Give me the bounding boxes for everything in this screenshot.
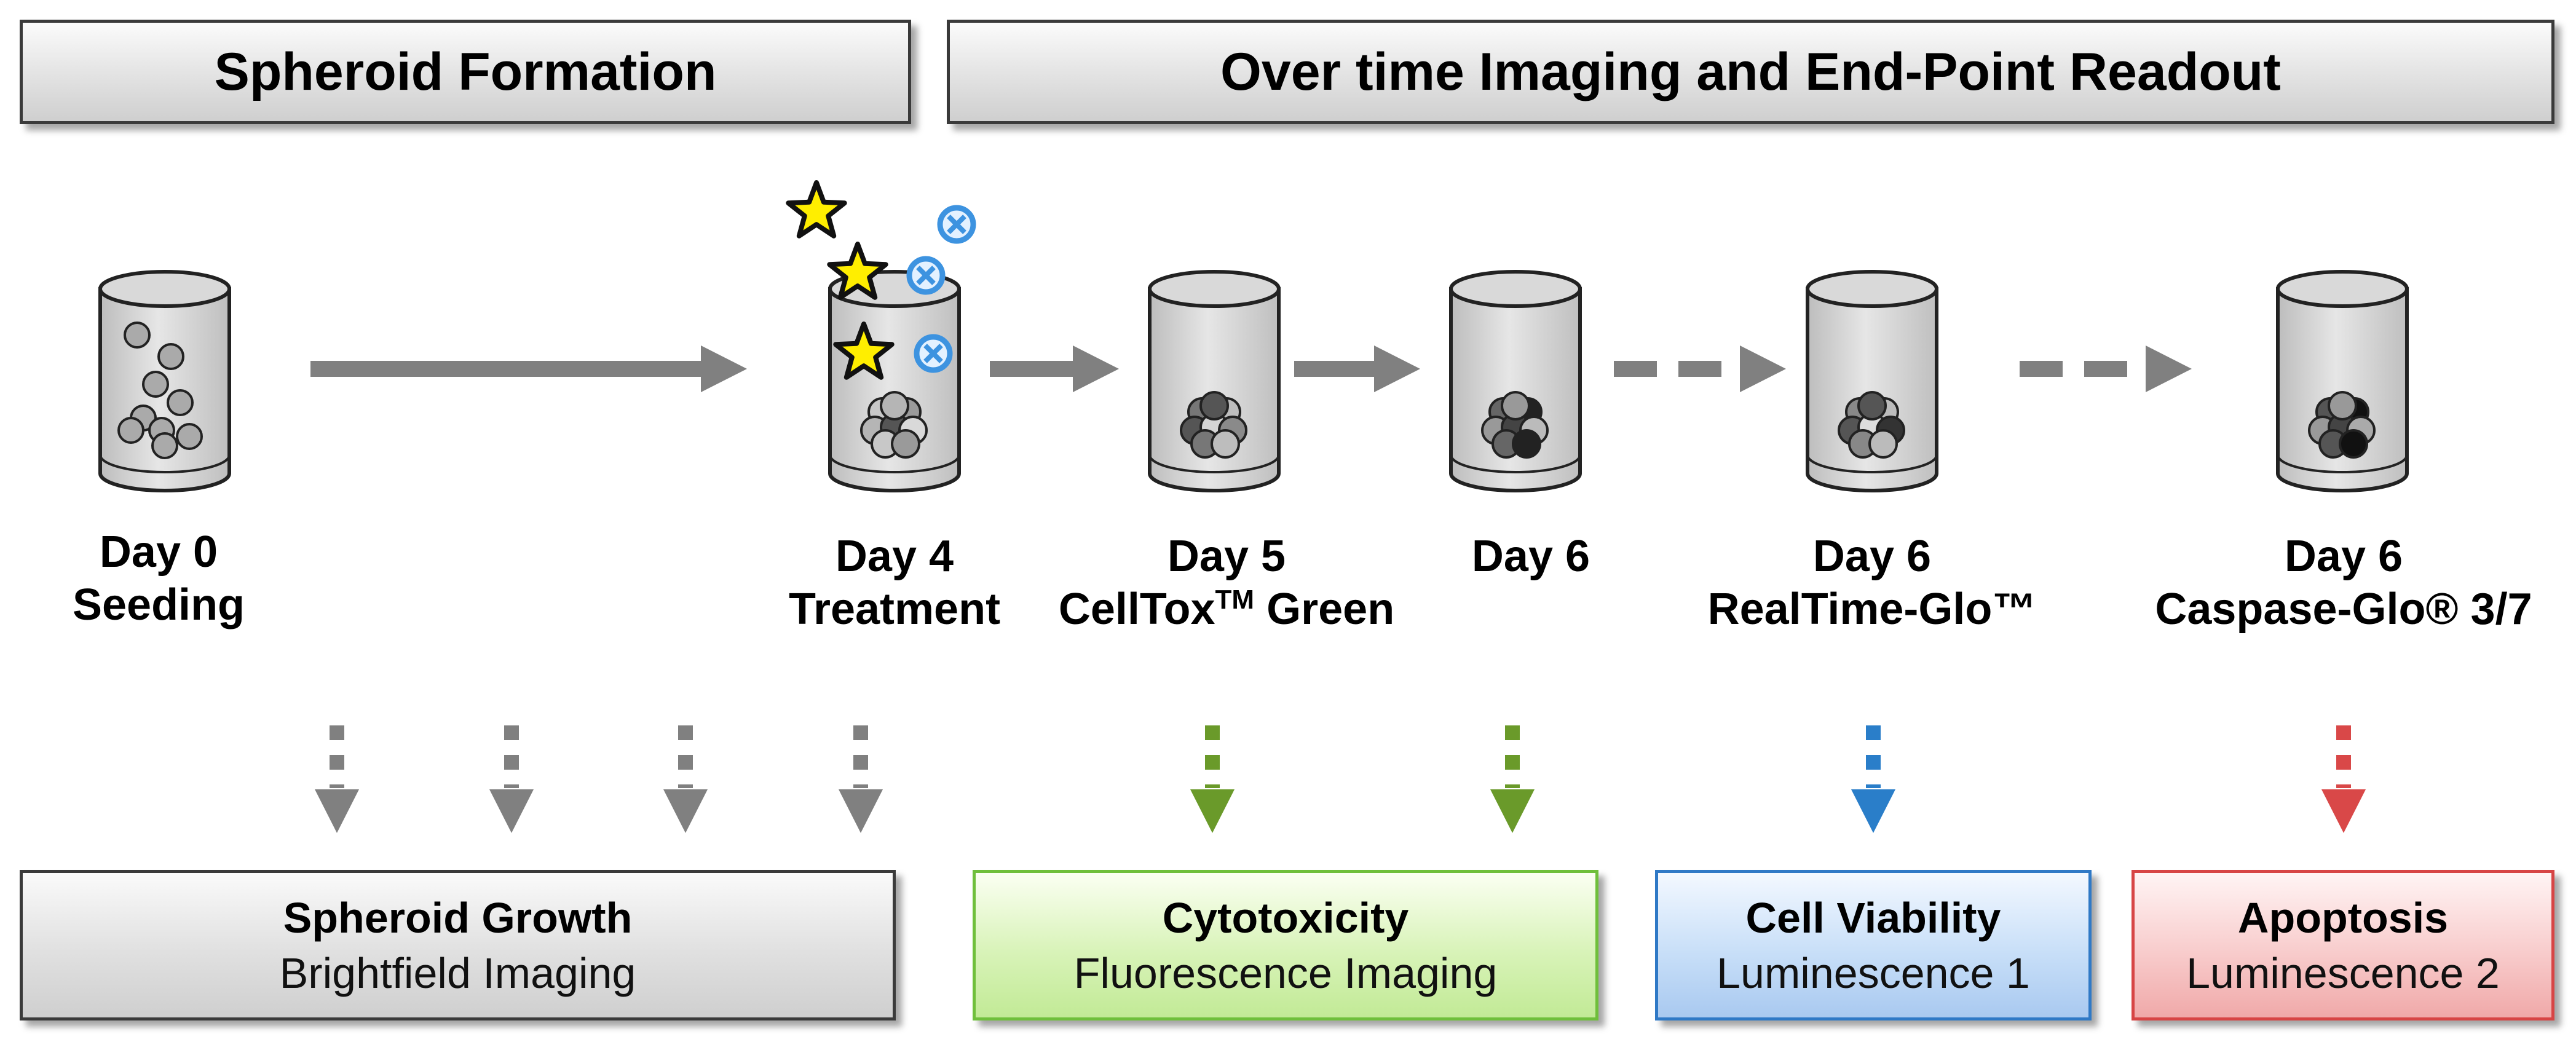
readout-box-cell-viability: Cell Viability Luminescence 1 bbox=[1655, 870, 2092, 1020]
cell-circle bbox=[880, 391, 909, 420]
arrow-icon bbox=[489, 725, 534, 833]
arrow-icon bbox=[1614, 345, 1786, 392]
readout-title: Cell Viability bbox=[1745, 893, 2001, 942]
arrow-icon bbox=[315, 725, 359, 833]
day-label: Day 0 bbox=[99, 527, 218, 577]
day-label: Day 6 bbox=[2284, 532, 2403, 581]
readout-box-spheroid-growth: Spheroid Growth Brightfield Imaging bbox=[20, 870, 896, 1020]
arrow-icon bbox=[839, 725, 883, 833]
timeline-label-day6-imaging: Day 6 bbox=[1472, 530, 1590, 583]
arrow-icon bbox=[2321, 725, 2366, 833]
cell-circle bbox=[1868, 429, 1898, 459]
readout-subtitle: Luminescence 2 bbox=[2186, 949, 2500, 997]
arrow-icon bbox=[1190, 725, 1235, 833]
readout-arrows bbox=[315, 725, 2366, 833]
cell-circle bbox=[157, 343, 184, 370]
star-icon bbox=[786, 180, 847, 239]
readout-title: Cytotoxicity bbox=[1162, 893, 1409, 942]
cell-circle bbox=[1199, 391, 1229, 420]
arrow-icon bbox=[1851, 725, 1895, 833]
readout-box-apoptosis: Apoptosis Luminescence 2 bbox=[2132, 870, 2554, 1020]
well-icon bbox=[828, 270, 961, 492]
arrow-icon bbox=[663, 725, 708, 833]
arrow-icon bbox=[2020, 345, 2192, 392]
header-title: Over time Imaging and End-Point Readout bbox=[1220, 42, 2281, 101]
arrow-icon bbox=[1294, 345, 1420, 392]
readout-title: Spheroid Growth bbox=[283, 893, 633, 942]
day-label: Day 6 bbox=[1812, 532, 1932, 581]
cell-circle bbox=[2328, 391, 2357, 420]
timeline-label-day6-viability: Day 6 RealTime-Glo™ bbox=[1708, 530, 2037, 636]
step-label: Treatment bbox=[788, 585, 1001, 634]
timeline-label-day4: Day 4 Treatment bbox=[789, 530, 1000, 636]
compound-icon bbox=[914, 334, 953, 373]
wells-group bbox=[98, 270, 2409, 492]
day-label: Day 5 bbox=[1167, 532, 1286, 581]
cell-circle bbox=[2339, 429, 2368, 459]
cell-circle bbox=[124, 322, 151, 349]
compound-icon bbox=[906, 256, 946, 295]
step-label: CellToxTM Green bbox=[1058, 585, 1395, 634]
header-title: Spheroid Formation bbox=[214, 42, 717, 101]
treatment-symbols bbox=[786, 180, 976, 380]
well-icon bbox=[1806, 270, 1938, 492]
step-label: Seeding bbox=[72, 580, 245, 630]
cell-circle bbox=[117, 417, 144, 444]
arrow-icon bbox=[310, 345, 747, 392]
readout-subtitle: Luminescence 1 bbox=[1717, 949, 2030, 997]
cell-circle bbox=[167, 389, 194, 416]
well-icon bbox=[98, 270, 231, 492]
timeline-label-day0: Day 0 Seeding bbox=[73, 526, 245, 631]
timeline-arrows bbox=[310, 345, 2192, 392]
cell-circle bbox=[1857, 391, 1887, 420]
well-icon bbox=[2276, 270, 2409, 492]
cell-circle bbox=[142, 371, 169, 398]
well-icon bbox=[1148, 270, 1281, 492]
day-label: Day 6 bbox=[1471, 532, 1590, 581]
cell-circle bbox=[1211, 429, 1240, 459]
well-icon bbox=[1449, 270, 1582, 492]
step-label: Caspase-Glo® 3/7 bbox=[2155, 585, 2532, 634]
readout-box-cytotoxicity: Cytotoxicity Fluorescence Imaging bbox=[973, 870, 1598, 1020]
readout-title: Apoptosis bbox=[2237, 893, 2449, 942]
readout-subtitle: Fluorescence Imaging bbox=[1073, 949, 1498, 997]
header-imaging-readout: Over time Imaging and End-Point Readout bbox=[947, 20, 2554, 124]
star-icon bbox=[827, 242, 888, 300]
cell-circle bbox=[1501, 391, 1530, 420]
star-icon bbox=[833, 322, 895, 380]
cell-circle bbox=[891, 429, 920, 459]
timeline-label-day5: Day 5 CellToxTM Green bbox=[1059, 530, 1394, 636]
step-label: RealTime-Glo™ bbox=[1707, 585, 2037, 634]
compound-icon bbox=[937, 205, 976, 244]
cell-circle bbox=[1512, 429, 1541, 459]
cell-circle bbox=[176, 423, 203, 450]
day-label: Day 4 bbox=[835, 532, 954, 581]
arrow-icon bbox=[990, 345, 1119, 392]
header-spheroid-formation: Spheroid Formation bbox=[20, 20, 911, 124]
arrow-icon bbox=[1490, 725, 1535, 833]
timeline-label-day6-apoptosis: Day 6 Caspase-Glo® 3/7 bbox=[2155, 530, 2532, 636]
cell-circle bbox=[151, 432, 178, 459]
readout-subtitle: Brightfield Imaging bbox=[279, 949, 636, 997]
